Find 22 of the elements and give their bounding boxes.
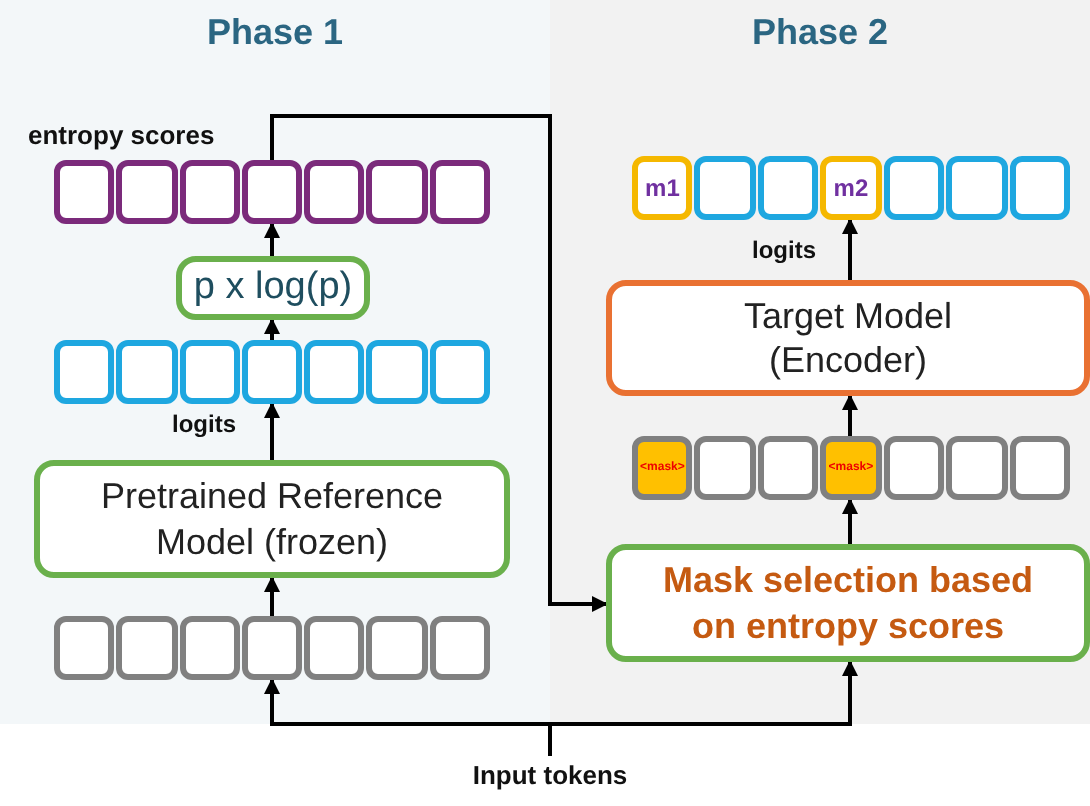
token-label: m2 xyxy=(833,174,869,202)
arrow xyxy=(264,222,280,256)
arrow xyxy=(842,498,858,544)
row-caption: entropy scores xyxy=(28,120,215,150)
phase-panel xyxy=(550,0,1090,724)
token-label: m1 xyxy=(645,174,680,202)
process-box: p x log(p) xyxy=(176,256,370,320)
process-box: Pretrained Reference Model (frozen) xyxy=(34,460,510,578)
panel-heading: Phase 2 xyxy=(749,12,891,54)
arrow xyxy=(842,218,858,280)
arrow xyxy=(842,394,858,436)
arrow xyxy=(270,114,608,612)
process-box: Target Model (Encoder) xyxy=(606,280,1090,396)
edge-label: logits xyxy=(172,410,236,438)
arrow xyxy=(264,318,280,340)
phase-panel xyxy=(0,0,550,724)
arrow xyxy=(264,402,280,460)
panel-heading: Phase 1 xyxy=(204,12,346,54)
input-label: Input tokens xyxy=(410,756,690,796)
process-box: Mask selection based on entropy scores xyxy=(606,544,1090,662)
edge-label: logits xyxy=(752,236,816,264)
arrow xyxy=(264,576,280,616)
